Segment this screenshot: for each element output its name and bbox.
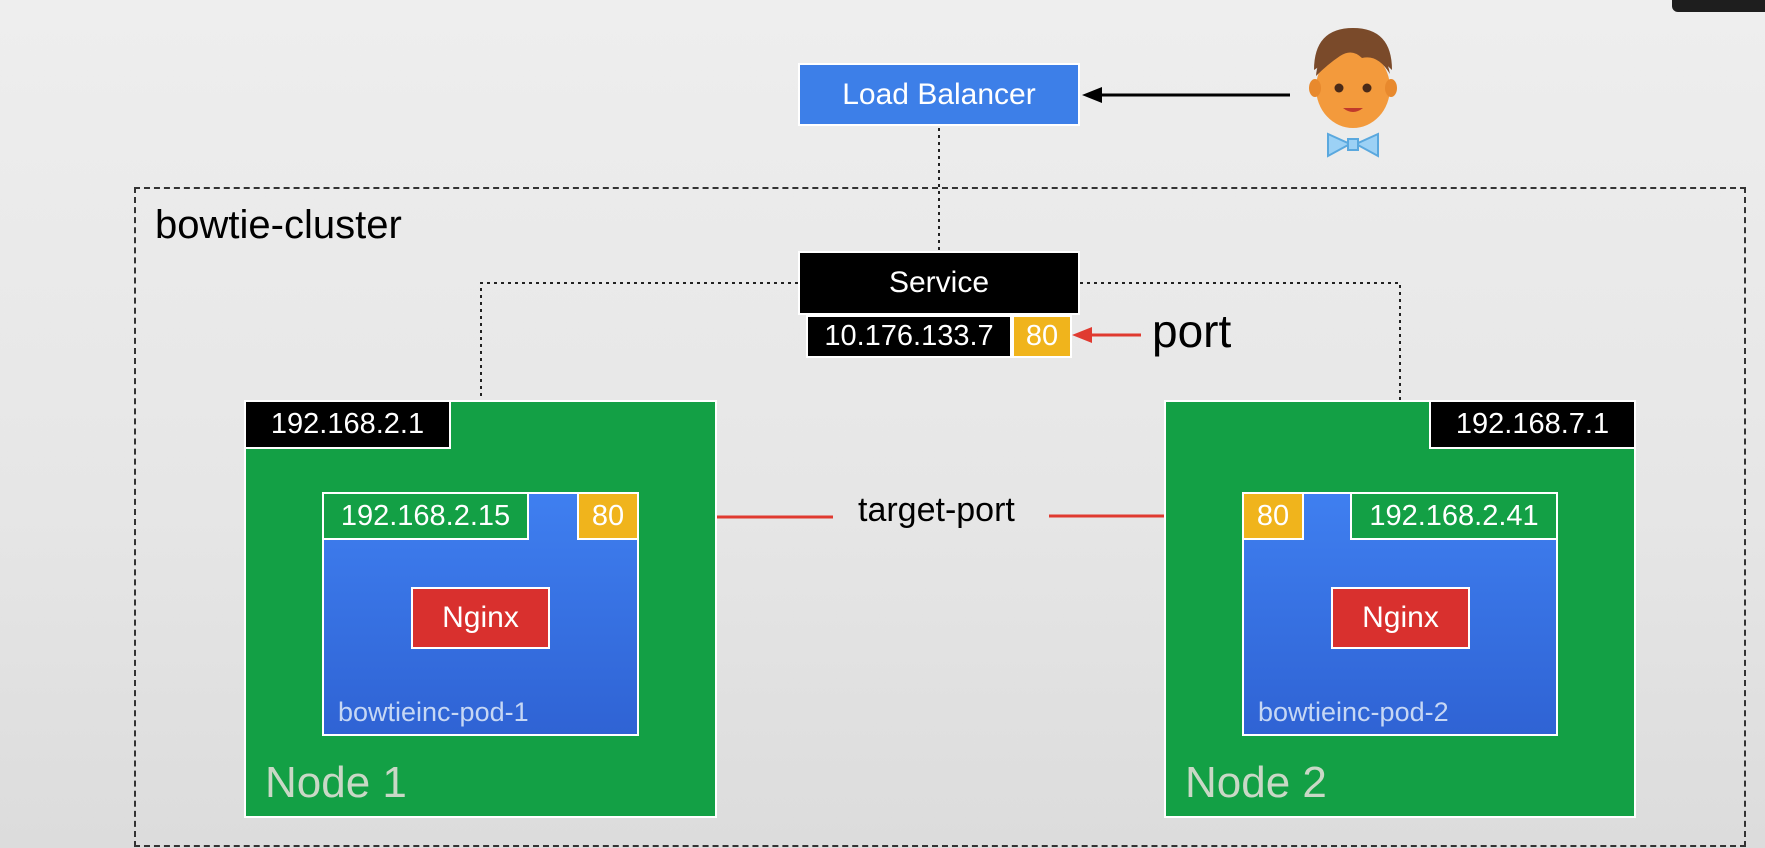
load-balancer-label: Load Balancer: [842, 77, 1036, 111]
pod-1-target-port: 80: [577, 492, 639, 540]
target-port-annotation: target-port: [858, 491, 1015, 529]
service-ip: 10.176.133.7: [806, 315, 1012, 358]
port-annotation: port: [1152, 305, 1232, 357]
pod-1-nginx-container: Nginx: [411, 587, 550, 649]
node-1-label: Node 1: [265, 758, 407, 807]
user-to-lb-arrowhead: [1082, 87, 1102, 103]
pod-2-target-port: 80: [1242, 492, 1304, 540]
node-2-ip: 192.168.7.1: [1429, 400, 1636, 449]
pod-1-ip: 192.168.2.15: [322, 492, 529, 540]
pod-1-name: bowtieinc-pod-1: [338, 697, 529, 727]
service-box: Service: [798, 251, 1080, 315]
node-1-ip: 192.168.2.1: [244, 400, 451, 449]
pod-2-nginx-container: Nginx: [1331, 587, 1470, 649]
user-avatar-with-bowtie-icon: [1309, 28, 1397, 158]
load-balancer-box: Load Balancer: [798, 63, 1080, 126]
port-arrowhead: [1072, 327, 1092, 343]
cluster-boundary: [134, 187, 1746, 847]
cluster-label: bowtie-cluster: [155, 203, 402, 247]
service-label: Service: [888, 266, 990, 299]
window-edge: [1672, 0, 1765, 12]
service-port: 80: [1012, 315, 1072, 358]
service-to-node2-line: [1080, 282, 1401, 402]
service-to-node1-line: [480, 282, 798, 402]
pod-2-name: bowtieinc-pod-2: [1258, 697, 1449, 727]
node-2-label: Node 2: [1185, 758, 1327, 807]
pod-2-ip: 192.168.2.41: [1350, 492, 1558, 540]
